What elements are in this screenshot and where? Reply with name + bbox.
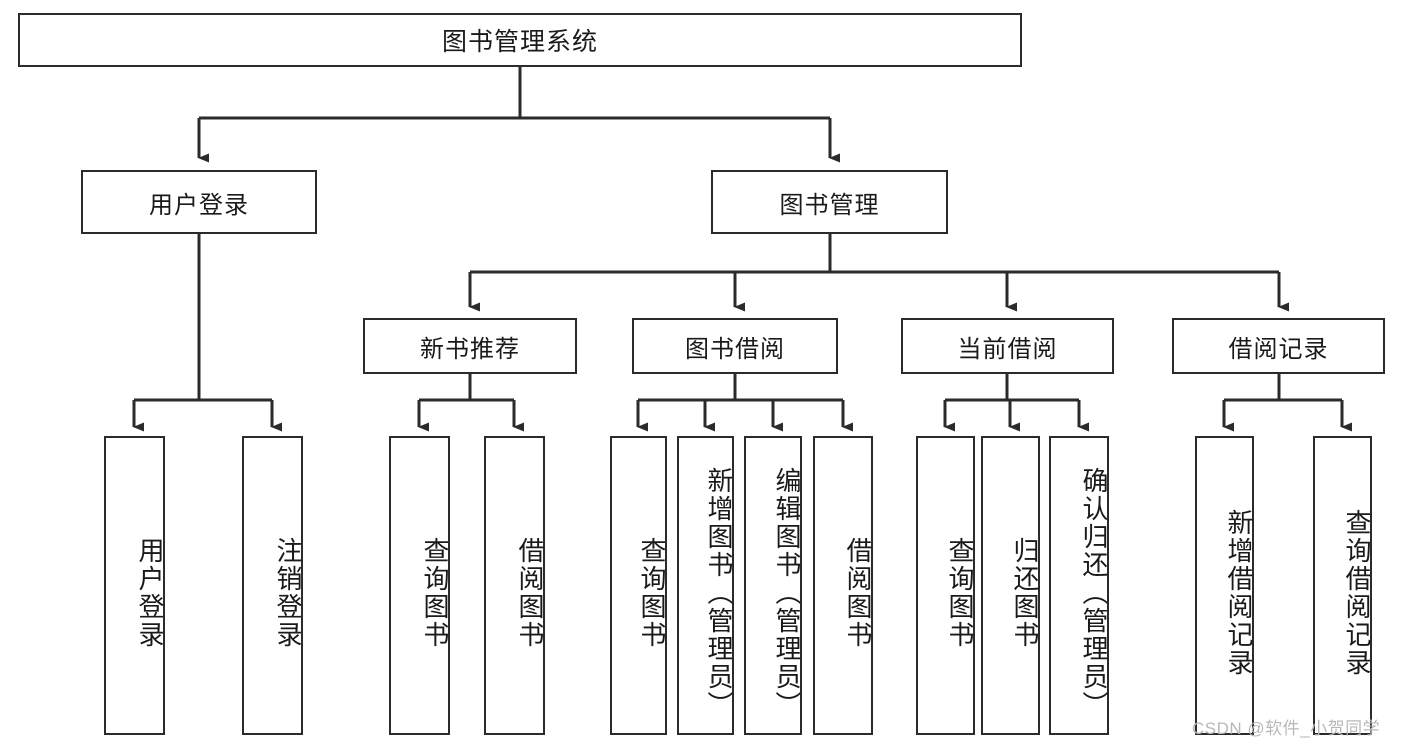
node-book-borrow-label: 图书借阅 bbox=[685, 335, 785, 363]
node-book-manage-label: 图书管理 bbox=[779, 191, 880, 219]
node-leaf-logout[interactable]: 注销登录 bbox=[242, 436, 303, 735]
node-leaf-user-login-label: 用户登录 bbox=[135, 536, 165, 649]
node-leaf-add-book[interactable]: 新增图书（管理员） bbox=[677, 436, 734, 735]
node-current-borrow[interactable]: 当前借阅 bbox=[901, 318, 1114, 374]
node-leaf-query-book-borrow[interactable]: 查询图书 bbox=[610, 436, 667, 735]
node-user-login-label: 用户登录 bbox=[149, 191, 249, 219]
node-leaf-borrow-book-rec-label: 借阅图书 bbox=[515, 536, 545, 649]
node-book-borrow[interactable]: 图书借阅 bbox=[632, 318, 838, 374]
node-leaf-borrow-book[interactable]: 借阅图书 bbox=[813, 436, 873, 735]
node-root[interactable]: 图书管理系统 bbox=[18, 13, 1022, 67]
node-leaf-add-record[interactable]: 新增借阅记录 bbox=[1195, 436, 1254, 735]
node-root-label: 图书管理系统 bbox=[441, 28, 598, 56]
node-leaf-return-book[interactable]: 归还图书 bbox=[981, 436, 1040, 735]
node-leaf-add-record-label: 新增借阅记录 bbox=[1224, 508, 1254, 677]
node-leaf-edit-book-label: 编辑图书（管理员） bbox=[772, 466, 802, 719]
node-leaf-edit-book[interactable]: 编辑图书（管理员） bbox=[744, 436, 802, 735]
csdn-watermark: CSDN @软件_小贺同学 bbox=[1192, 719, 1381, 738]
node-user-login[interactable]: 用户登录 bbox=[81, 170, 317, 234]
node-leaf-query-book-cur-label: 查询图书 bbox=[945, 536, 975, 649]
node-leaf-query-book-cur[interactable]: 查询图书 bbox=[916, 436, 975, 735]
node-book-manage[interactable]: 图书管理 bbox=[711, 170, 948, 234]
node-leaf-borrow-book-label: 借阅图书 bbox=[843, 536, 873, 649]
node-leaf-query-book-rec[interactable]: 查询图书 bbox=[389, 436, 450, 735]
node-leaf-add-book-label: 新增图书（管理员） bbox=[704, 466, 734, 719]
node-leaf-return-book-label: 归还图书 bbox=[1010, 536, 1040, 649]
node-leaf-query-book-rec-label: 查询图书 bbox=[420, 536, 450, 649]
node-new-book-recommend-label: 新书推荐 bbox=[420, 335, 520, 363]
node-leaf-confirm-return-label: 确认归还（管理员） bbox=[1079, 466, 1109, 719]
node-leaf-query-record[interactable]: 查询借阅记录 bbox=[1313, 436, 1372, 735]
node-borrow-record[interactable]: 借阅记录 bbox=[1172, 318, 1385, 374]
node-current-borrow-label: 当前借阅 bbox=[957, 335, 1058, 363]
node-borrow-record-label: 借阅记录 bbox=[1228, 335, 1329, 363]
node-leaf-query-book-borrow-label: 查询图书 bbox=[637, 536, 667, 649]
node-new-book-recommend[interactable]: 新书推荐 bbox=[363, 318, 577, 374]
node-leaf-user-login[interactable]: 用户登录 bbox=[104, 436, 165, 735]
node-leaf-borrow-book-rec[interactable]: 借阅图书 bbox=[484, 436, 545, 735]
node-leaf-query-record-label: 查询借阅记录 bbox=[1342, 508, 1372, 677]
node-leaf-confirm-return[interactable]: 确认归还（管理员） bbox=[1049, 436, 1109, 735]
node-leaf-logout-label: 注销登录 bbox=[273, 536, 303, 649]
